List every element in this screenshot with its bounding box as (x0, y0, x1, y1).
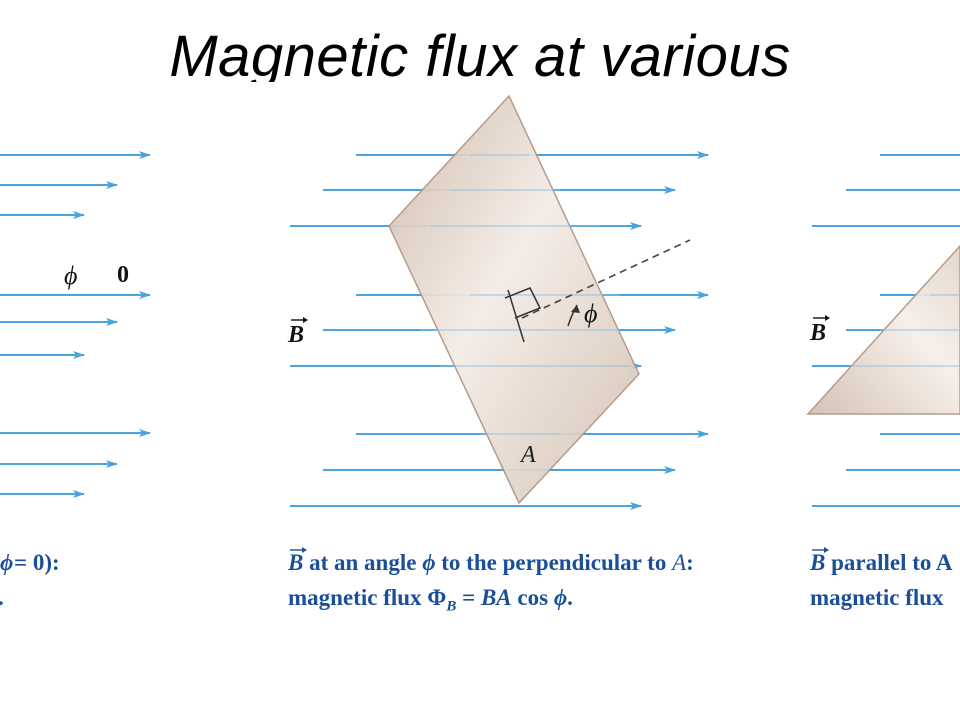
left-caption-line2: . (0, 581, 4, 615)
svg-text:B: B (287, 322, 304, 348)
middle-caption-line2: magnetic flux ΦB = BA cos ϕ. (288, 585, 573, 615)
left-caption-line1: ϕ= 0): (0, 550, 60, 575)
middle-field-lines-through (420, 154, 630, 435)
caption-b-symbol: B (288, 550, 304, 575)
right-caption-line2: magnetic flux (810, 585, 944, 610)
middle-area-plate (388, 94, 640, 505)
middle-area-label: A (519, 442, 536, 468)
slide-title: Magnetic flux at various (169, 24, 791, 82)
left-field-lines (0, 151, 151, 498)
right-angle-marker (504, 287, 542, 343)
left-angle-value: 0 (117, 262, 129, 288)
right-b-vector-label: B (809, 315, 830, 346)
left-phi-label: ϕ (64, 261, 77, 290)
middle-b-vector-label: B (287, 317, 308, 348)
svg-text:B: B (809, 320, 826, 346)
normal-vector-dashed (521, 239, 691, 319)
right-field-lines-through (850, 294, 960, 367)
right-caption-line1: B parallel to A (810, 550, 953, 575)
middle-caption-line1: B at an angle ϕ to the perpendicular to … (288, 550, 694, 575)
middle-phi-label: ϕ (584, 299, 597, 328)
